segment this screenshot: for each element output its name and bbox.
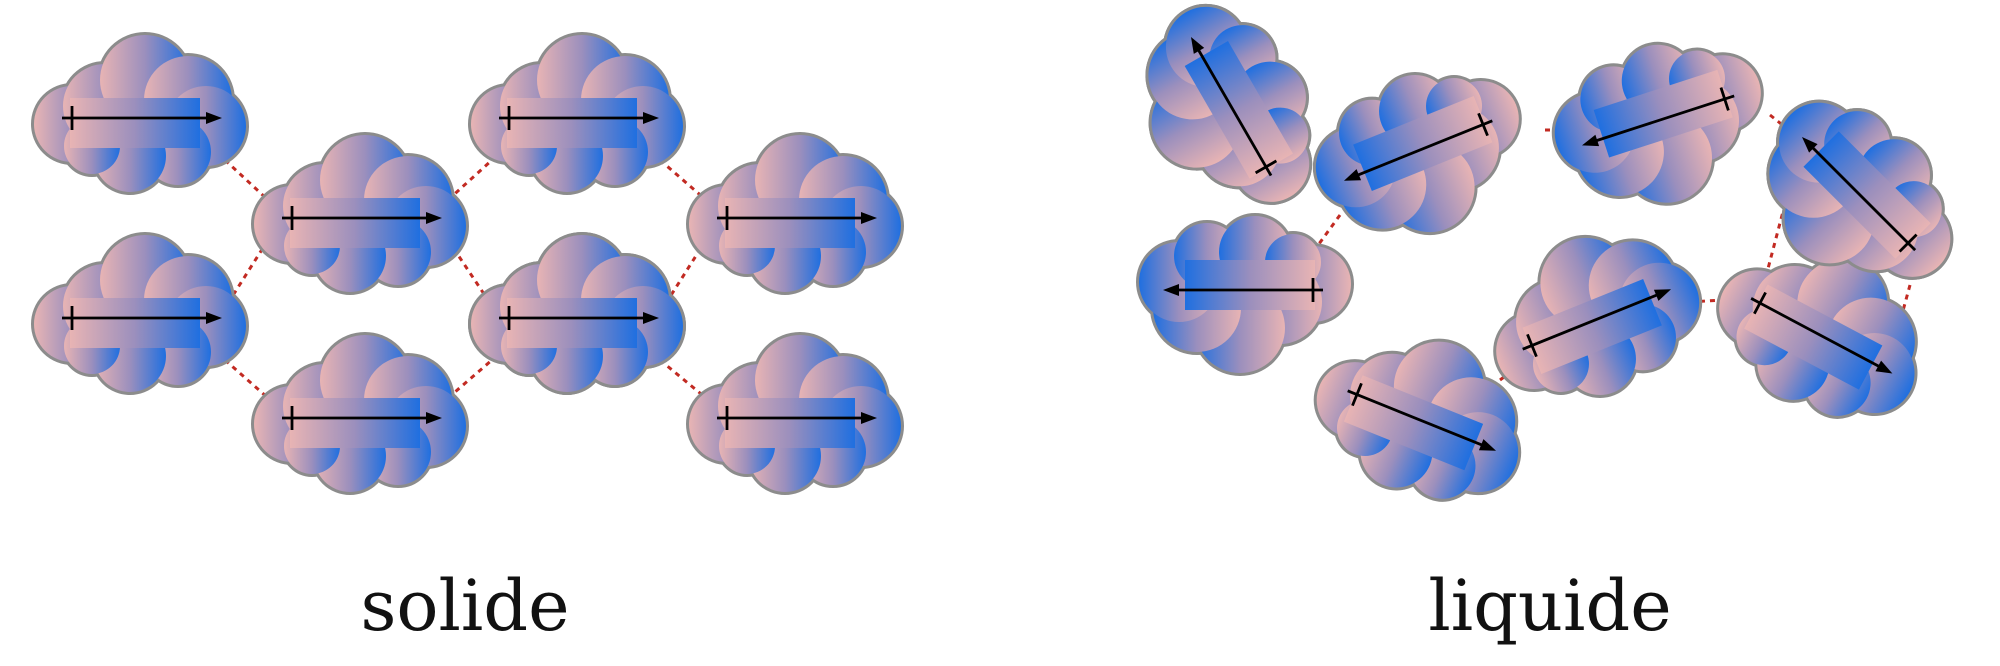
liquid-dipole-plus-mark-2	[1719, 87, 1730, 111]
liquid-molecule-2	[1536, 17, 1786, 232]
solid-molecule-cloud-0	[34, 35, 246, 192]
solid-dipole-arrowhead-0	[206, 112, 222, 124]
liquid-dipole-arrowhead-4	[1163, 284, 1179, 296]
solid-dipole-arrowhead-1	[643, 112, 659, 124]
solid-molecule-1	[471, 35, 683, 192]
solid-label: solide	[360, 565, 569, 647]
liquid-bond-5	[1298, 214, 1342, 271]
solid-bond-8	[659, 358, 707, 400]
solid-bond-6	[224, 358, 269, 400]
solid-molecule-cloud-4	[34, 235, 246, 392]
liquid-dipole-plus-mark-5	[1526, 333, 1538, 358]
molecules	[34, 0, 1987, 528]
solid-dipole-arrowhead-7	[861, 412, 877, 424]
liquid-dipole-arrow-2	[1592, 94, 1735, 143]
liquid-molecule-8	[1107, 0, 1349, 241]
liquid-dipole-arrow-9	[1809, 144, 1917, 252]
liquid-dipole-plus-mark-8	[1254, 159, 1278, 175]
solid-molecule-cloud-6	[254, 335, 466, 492]
liquid-dipole-arrow-8	[1195, 46, 1273, 177]
liquid-dipole-arrowhead-9	[1802, 137, 1818, 153]
liquid-molecule-9	[1726, 68, 1987, 329]
solid-molecule-cloud-2	[254, 135, 466, 292]
liquid-dipole-arrowhead-7	[1478, 439, 1497, 451]
liquid-dipole-plus-mark-7	[1351, 382, 1363, 407]
liquid-dipole-arrow-1	[1354, 119, 1493, 178]
solid-molecule-2	[254, 135, 466, 292]
solid-molecule-7	[689, 335, 901, 492]
liquid-dipole-arrow-6	[1750, 297, 1883, 370]
solid-bond-2	[659, 158, 707, 202]
solid-molecule-cloud-8	[471, 235, 683, 392]
solid-molecule-8	[471, 235, 683, 392]
liquid-bond-3	[1763, 184, 1792, 281]
solid-dipole-arrowhead-8	[643, 312, 659, 324]
solid-molecule-cloud-7	[689, 335, 901, 492]
solid-molecule-4	[34, 235, 246, 392]
liquid-dipole-arrow-7	[1347, 389, 1486, 448]
solid-bond-7	[447, 358, 493, 400]
solid-dipole-arrowhead-6	[426, 412, 442, 424]
liquid-molecule-cloud-8	[1107, 0, 1350, 242]
liquid-label: liquide	[1428, 565, 1671, 647]
liquid-dipole-arrowhead-6	[1875, 360, 1893, 374]
solid-molecule-cloud-1	[471, 35, 683, 192]
liquid-dipole-arrow-5	[1522, 292, 1661, 351]
liquid-molecule-6	[1692, 212, 1953, 450]
solid-dipole-arrowhead-2	[426, 212, 442, 224]
liquid-molecule-5	[1466, 203, 1721, 428]
liquid-dipole-arrowhead-2	[1582, 134, 1600, 147]
liquid-molecule-cloud-4	[1139, 216, 1351, 373]
liquid-dipole-plus-mark-1	[1477, 112, 1489, 137]
solid-molecule-0	[34, 35, 246, 192]
liquid-dipole-plus-mark-6	[1753, 291, 1767, 315]
solid-dipole-arrowhead-3	[861, 212, 877, 224]
liquid-dipole-arrowhead-1	[1343, 169, 1362, 181]
liquid-dipole-plus-mark-9	[1898, 233, 1918, 253]
solid-dipole-arrowhead-4	[206, 312, 222, 324]
liquid-dipole-arrowhead-8	[1191, 36, 1205, 54]
liquid-molecule-7	[1294, 303, 1549, 528]
solid-bond-0	[223, 158, 270, 202]
solid-molecule-3	[689, 135, 901, 292]
liquid-dipole-arrowhead-5	[1653, 289, 1672, 301]
solid-molecule-6	[254, 335, 466, 492]
liquid-molecule-4	[1139, 216, 1351, 373]
solid-molecule-cloud-3	[689, 135, 901, 292]
liquid-molecule-1	[1294, 42, 1549, 267]
